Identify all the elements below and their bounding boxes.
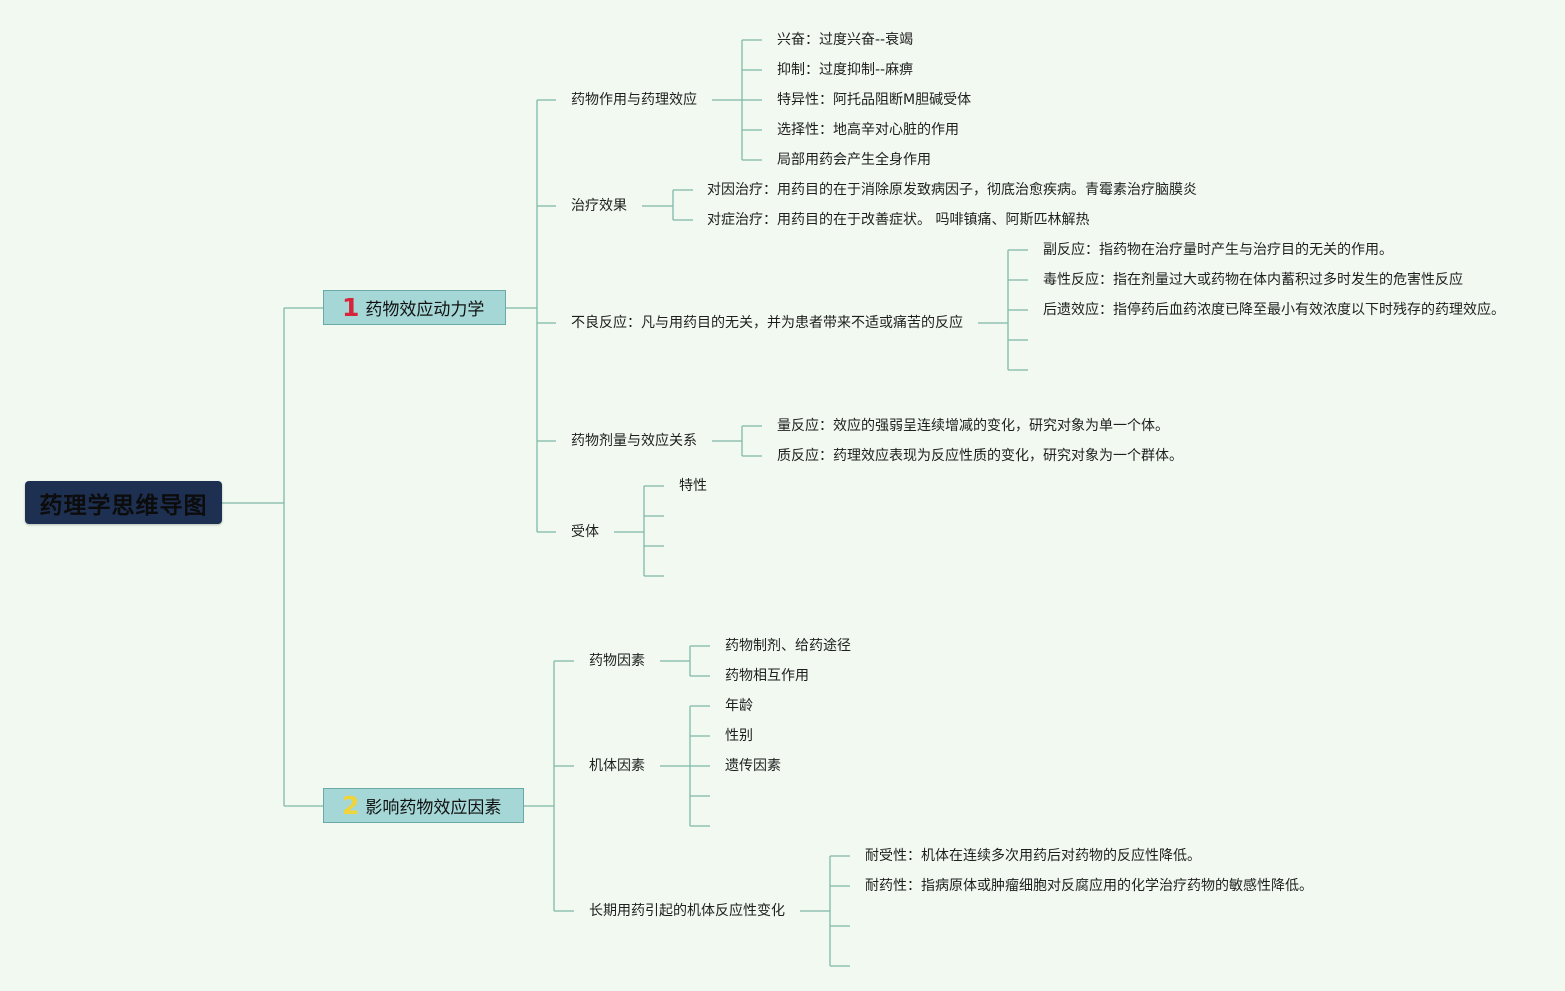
leaf-formulation-route[interactable]: 药物制剂、给药途径	[725, 638, 851, 654]
connector-drug-action-items	[712, 39, 762, 161]
connector-root-branches	[222, 307, 323, 807]
connector-branch2-children	[524, 660, 574, 912]
topic-long-term-use[interactable]: 长期用药引起的机体反应性变化	[589, 903, 785, 919]
leaf-side-effect[interactable]: 副反应：指药物在治疗量时产生与治疗目的无关的作用。	[1043, 242, 1393, 258]
branch-label: 药物效应动力学	[365, 300, 485, 320]
leaf-etiological-treatment[interactable]: 对因治疗：用药目的在于消除原发致病因子，彻底治愈疾病。青霉素治疗脑膜炎	[707, 182, 1197, 198]
leaf-selectivity[interactable]: 选择性：地高辛对心脏的作用	[777, 122, 959, 138]
leaf-genetic[interactable]: 遗传因素	[725, 758, 781, 774]
leaf-symptomatic-treatment[interactable]: 对症治疗：用药目的在于改善症状。 吗啡镇痛、阿斯匹林解热	[707, 212, 1090, 228]
root-label: 药理学思维导图	[39, 492, 208, 519]
leaf-quantal-response[interactable]: 质反应：药理效应表现为反应性质的变化，研究对象为一个群体。	[777, 448, 1183, 464]
topic-receptor[interactable]: 受体	[571, 524, 599, 540]
topic-drug-action[interactable]: 药物作用与药理效应	[571, 92, 697, 108]
leaf-drug-resistance[interactable]: 耐药性：指病原体或肿瘤细胞对反腐应用的化学治疗药物的敏感性降低。	[865, 878, 1313, 894]
connector-adverse-items	[978, 249, 1028, 371]
branch-label: 影响药物效应因素	[365, 798, 502, 818]
connector-branch1-children	[506, 99, 556, 533]
root-node[interactable]: 药理学思维导图	[25, 481, 222, 524]
branch-influencing-factors[interactable]: 2 影响药物效应因素	[323, 788, 524, 823]
connector-dose-items	[712, 425, 762, 457]
topic-adverse-reaction[interactable]: 不良反应：凡与用药目的无关，并为患者带来不适或痛苦的反应	[571, 315, 963, 331]
leaf-specificity[interactable]: 特异性：阿托品阻断M胆碱受体	[777, 92, 972, 108]
leaf-receptor-properties[interactable]: 特性	[679, 478, 707, 494]
connector-receptor-items	[614, 485, 664, 577]
topic-dose-effect[interactable]: 药物剂量与效应关系	[571, 433, 697, 449]
leaf-tolerance[interactable]: 耐受性：机体在连续多次用药后对药物的反应性降低。	[865, 848, 1201, 864]
leaf-age[interactable]: 年龄	[725, 698, 753, 714]
connector-body-factors-items	[660, 705, 710, 827]
leaf-toxic-reaction[interactable]: 毒性反应：指在剂量过大或药物在体内蓄积过多时发生的危害性反应	[1043, 272, 1463, 288]
topic-therapeutic-effect[interactable]: 治疗效果	[571, 198, 627, 214]
leaf-gender[interactable]: 性别	[725, 728, 753, 744]
topic-body-factors[interactable]: 机体因素	[589, 758, 645, 774]
connector-drug-factors-items	[660, 645, 710, 677]
branch-number-1: 1	[342, 293, 360, 322]
leaf-local-systemic[interactable]: 局部用药会产生全身作用	[777, 152, 931, 168]
leaf-excitation[interactable]: 兴奋：过度兴奋--衰竭	[777, 32, 914, 48]
connector-long-term-items	[800, 855, 850, 967]
leaf-graded-response[interactable]: 量反应：效应的强弱呈连续增减的变化，研究对象为单一个体。	[777, 418, 1169, 434]
connector-therapeutic-items	[642, 189, 693, 221]
leaf-inhibition[interactable]: 抑制：过度抑制--麻痹	[777, 62, 914, 78]
branch-number-2: 2	[342, 791, 360, 820]
leaf-residual-effect[interactable]: 后遗效应：指停药后血药浓度已降至最小有效浓度以下时残存的药理效应。	[1043, 302, 1505, 318]
branch-pharmacodynamics[interactable]: 1 药物效应动力学	[323, 290, 506, 325]
topic-drug-factors[interactable]: 药物因素	[589, 653, 645, 669]
leaf-drug-interaction[interactable]: 药物相互作用	[725, 668, 809, 684]
